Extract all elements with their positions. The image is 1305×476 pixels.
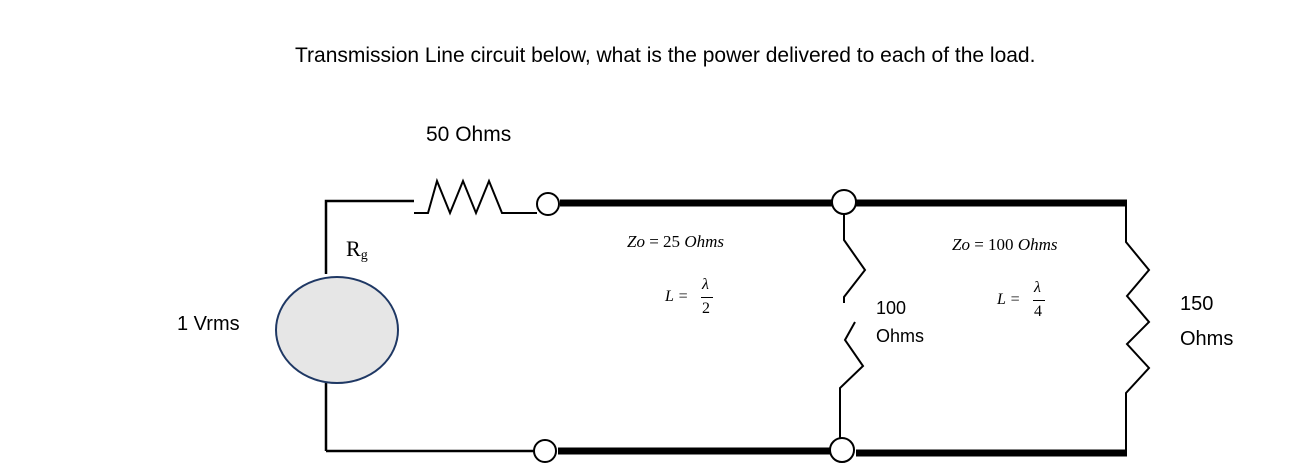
length-eq: = xyxy=(673,288,689,305)
length-denominator: 4 xyxy=(1034,303,1042,320)
tline1-length-label: L = λ 2 xyxy=(665,276,725,324)
question-text: Transmission Line circuit below, what is… xyxy=(295,44,1036,67)
rg-label: Rg xyxy=(346,236,368,264)
length-denominator: 2 xyxy=(702,300,710,317)
load2-value-label: 150 xyxy=(1180,293,1214,315)
zo-unit: Ohms xyxy=(684,232,724,251)
zo-var: Zo xyxy=(627,232,645,251)
source-voltage-label: 1 Vrms xyxy=(177,313,240,335)
rg-subscript: g xyxy=(360,248,368,263)
terminal-node-icon xyxy=(831,189,857,215)
terminal-node-icon xyxy=(829,437,855,463)
length-var: L xyxy=(665,288,674,305)
zo-value: = 25 xyxy=(644,232,685,251)
wire-generator-left xyxy=(324,199,414,274)
tline2-length-label: L = λ 4 xyxy=(997,279,1057,327)
load1-value-label: 100 xyxy=(876,298,907,318)
resistor-rg-value-label: 50 Ohms xyxy=(426,123,512,146)
load1-unit-label: Ohms xyxy=(876,326,925,346)
length-numerator: λ xyxy=(1034,279,1041,296)
terminal-node-icon xyxy=(533,439,557,463)
load1-resistor-icon xyxy=(843,214,867,303)
zo-unit: Ohms xyxy=(1017,235,1058,254)
length-var: L xyxy=(997,291,1006,308)
load1-resistor-lower-icon xyxy=(839,321,865,438)
load2-unit-label: Ohms xyxy=(1180,328,1234,350)
tline1-impedance-label: Zo = 25 Ohms xyxy=(627,232,724,252)
resistor-rg-icon xyxy=(414,177,537,216)
length-expr: L = xyxy=(665,288,688,306)
load2-resistor-icon xyxy=(1125,203,1151,451)
tline2-impedance-label: Zo = 100 Ohms xyxy=(952,235,1057,255)
zo-var: Zo xyxy=(952,235,970,254)
length-expr: L = xyxy=(997,291,1020,309)
fraction-bar xyxy=(1033,300,1045,301)
terminal-node-icon xyxy=(536,192,560,216)
rg-symbol: R xyxy=(346,236,361,261)
fraction-bar xyxy=(701,297,713,298)
voltage-source-icon xyxy=(275,276,399,384)
length-numerator: λ xyxy=(702,276,709,293)
length-eq: = xyxy=(1005,291,1021,308)
zo-value: = 100 xyxy=(969,235,1018,254)
